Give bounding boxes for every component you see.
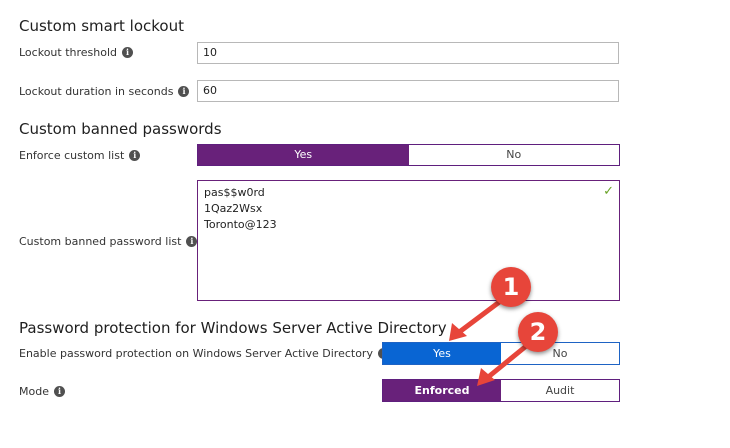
info-icon[interactable]: i: [122, 47, 134, 58]
list-item: Toronto@123: [204, 218, 277, 231]
arrow-2: [484, 344, 528, 381]
mode-label-text: Mode: [19, 385, 49, 398]
ad-protection-heading: Password protection for Windows Server A…: [19, 319, 447, 337]
annotation-badge-2: 2: [518, 312, 558, 352]
enforce-custom-list-label-text: Enforce custom list: [19, 149, 125, 162]
info-icon[interactable]: i: [129, 150, 141, 161]
enforce-custom-list-toggle[interactable]: Yes No: [197, 144, 620, 166]
lockout-duration-input[interactable]: 60: [197, 80, 619, 102]
info-icon[interactable]: i: [178, 86, 190, 97]
enforce-yes-option[interactable]: Yes: [198, 145, 409, 165]
arrow-2-head: [477, 368, 495, 386]
banned-list-label-text: Custom banned password list: [19, 235, 182, 248]
mode-toggle[interactable]: Enforced Audit: [382, 379, 620, 402]
info-icon[interactable]: i: [186, 236, 198, 247]
info-icon[interactable]: i: [53, 386, 65, 397]
annotation-badge-1: 1: [491, 267, 531, 307]
mode-enforced-option[interactable]: Enforced: [383, 380, 501, 401]
banned-password-list-textarea[interactable]: pas$$w0rd 1Qaz2Wsx Toronto@123 ✓: [197, 180, 620, 301]
arrow-1: [455, 297, 505, 336]
lockout-threshold-label-text: Lockout threshold: [19, 46, 118, 59]
arrow-1-head: [449, 323, 467, 341]
list-item: 1Qaz2Wsx: [204, 202, 263, 215]
lockout-threshold-input[interactable]: 10: [197, 42, 619, 64]
enable-yes-option[interactable]: Yes: [383, 343, 501, 364]
lockout-duration-label-text: Lockout duration in seconds: [19, 85, 174, 98]
enforce-custom-list-label: Enforce custom list i: [19, 149, 141, 162]
lockout-threshold-label: Lockout threshold i: [19, 46, 134, 59]
enable-protection-label-text: Enable password protection on Windows Se…: [19, 347, 373, 360]
smart-lockout-heading: Custom smart lockout: [19, 17, 184, 35]
banned-passwords-heading: Custom banned passwords: [19, 120, 222, 138]
mode-audit-option[interactable]: Audit: [501, 380, 619, 401]
checkmark-icon: ✓: [603, 184, 614, 199]
enforce-no-option[interactable]: No: [408, 145, 619, 165]
list-item: pas$$w0rd: [204, 186, 265, 199]
lockout-duration-label: Lockout duration in seconds i: [19, 85, 190, 98]
mode-label: Mode i: [19, 385, 65, 398]
banned-list-label: Custom banned password list i: [19, 235, 198, 248]
